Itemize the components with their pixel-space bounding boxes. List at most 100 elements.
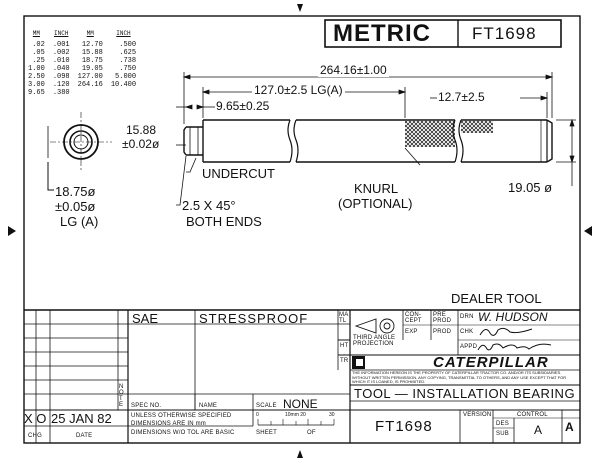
control-label: CONTROL — [517, 412, 548, 418]
overall-length-dim: 264.16±1.00 — [318, 63, 389, 77]
conv-cell: 127.00 — [77, 73, 103, 81]
conv-cell: 264.16 — [77, 81, 103, 89]
conv-cell: 1.00 — [28, 65, 45, 73]
dimension-lines — [176, 72, 576, 206]
of-label: OF — [307, 430, 316, 436]
dims-note-1: UNLESS OTHERWISE SPECIFIED — [131, 413, 232, 419]
ht-label: HT — [340, 343, 349, 349]
appd-signature-icon — [477, 343, 552, 351]
right-center-mark — [584, 226, 592, 236]
property-notice: THE INFORMATION HEREON IS THE PROPERTY O… — [352, 370, 567, 385]
shoulder-length-dim: 9.65±0.25 — [216, 99, 270, 113]
conv-cell: 18.75 — [81, 57, 103, 65]
dims-note-2: DIMENSIONS ARE IN mm — [131, 421, 207, 427]
end-length-dim: 12.7±2.5 — [438, 90, 485, 104]
conv-cell — [74, 89, 107, 97]
chamfer-note: BOTH ENDS — [186, 214, 262, 229]
conv-cell: .05 — [32, 49, 45, 57]
conv-cell: 19.05 — [81, 65, 103, 73]
date-label: DATE — [76, 433, 93, 439]
sheet-label: SHEET — [256, 430, 278, 436]
conv-cell: 12.70 — [81, 41, 103, 49]
conv-cell: 9.65 — [28, 89, 45, 97]
conv-header-inch: INCH — [116, 30, 131, 37]
undercut-label: UNDERCUT — [202, 166, 275, 181]
conv-cell: .750 — [119, 65, 137, 73]
version-label: VERSION — [463, 412, 492, 418]
small-dia-tol: ±0.02ø — [122, 137, 160, 151]
chk-label: CHK — [460, 329, 474, 335]
revision-letter: A — [565, 420, 574, 434]
tr-label: TR — [340, 358, 349, 364]
spec-no-label: SPEC NO. — [131, 403, 162, 409]
conv-cell: 15.88 — [81, 49, 103, 57]
scale-tick-mid: 10mm 20 — [285, 412, 306, 418]
header-drawing-number: FT1698 — [472, 24, 537, 43]
title-block-grid — [24, 309, 580, 443]
small-dia-dim: 15.88 — [126, 123, 157, 137]
conv-cell: 5.000 — [115, 73, 137, 81]
des-label: DES — [496, 421, 509, 427]
dealer-tool-label: DEALER TOOL — [451, 291, 542, 306]
conv-row: 1.00 .040 19.05 .750 — [24, 65, 140, 73]
scale-tick-0: 0 — [256, 412, 259, 418]
conv-cell: .380 — [52, 89, 70, 97]
lg-dia-dim: 18.75ø — [55, 184, 96, 199]
conv-cell: 2.50 — [28, 73, 45, 81]
exp-label: EXP — [405, 329, 418, 335]
control-value: A — [534, 423, 543, 437]
knurl-label: KNURL — [354, 181, 399, 196]
sae-label: SAE — [132, 311, 159, 326]
conv-cell: .010 — [52, 57, 70, 65]
conv-header-mm: MM — [86, 30, 94, 37]
pre-prod-label: PRE PROD — [433, 312, 452, 324]
material-value: STRESSPROOF — [199, 311, 309, 326]
dims-note-3: DIMENSIONS W/O TOL ARE BASIC — [131, 430, 235, 436]
third-angle-symbol — [354, 318, 395, 334]
revision-date: 25 JAN 82 — [51, 411, 112, 426]
third-angle-label: THIRD ANGLE PROJECTION — [353, 335, 396, 347]
conv-cell: 10.400 — [110, 81, 137, 89]
knurl-note: (OPTIONAL) — [338, 196, 413, 211]
lg-dia-tol: ±0.05ø — [55, 199, 96, 214]
prod-label: PROD — [433, 329, 452, 335]
appd-label: APPD — [460, 344, 478, 350]
conv-cell: .120 — [52, 81, 70, 89]
scale-value: NONE — [283, 397, 318, 411]
conv-cell: .25 — [32, 57, 45, 65]
chg-label: CHG — [28, 433, 42, 439]
end-view — [47, 112, 112, 191]
scale-ruler — [257, 419, 335, 425]
chamfer-dim: 2.5 X 45° — [182, 198, 236, 213]
chk-signature-icon — [479, 327, 533, 336]
drawing-title: TOOL — INSTALLATION BEARING — [354, 386, 576, 401]
con-cept-label: CON-CEPT — [405, 312, 422, 324]
conv-header-mm: MM — [32, 30, 40, 37]
note-label: NOTE — [119, 384, 124, 408]
company-name: CATERPILLAR — [433, 354, 549, 371]
metric-label: METRIC — [333, 20, 431, 47]
conv-row: .25 .010 18.75 .738 — [24, 57, 140, 65]
conv-cell: .738 — [119, 57, 137, 65]
sheet-border — [23, 15, 581, 444]
lg-a-length-dim: 127.0±2.5 LG(A) — [252, 83, 345, 97]
conv-cell: .001 — [52, 41, 70, 49]
sub-label: SUB — [496, 431, 509, 437]
conv-cell: .002 — [52, 49, 70, 57]
knurl-area-2 — [461, 121, 493, 133]
drn-name: W. HUDSON — [478, 310, 548, 324]
footer-drawing-number: FT1698 — [375, 418, 433, 435]
conv-row: 3.00 .120 264.16 10.400 — [24, 81, 140, 89]
conv-cell: .040 — [52, 65, 70, 73]
conv-cell: 3.00 — [28, 81, 45, 89]
matl-label: MATL — [339, 312, 349, 324]
scale-tick-30: 30 — [329, 412, 335, 418]
left-center-mark — [8, 226, 16, 236]
name-label: NAME — [199, 403, 218, 409]
lg-label: LG (A) — [60, 214, 99, 229]
metric-box — [324, 19, 562, 48]
